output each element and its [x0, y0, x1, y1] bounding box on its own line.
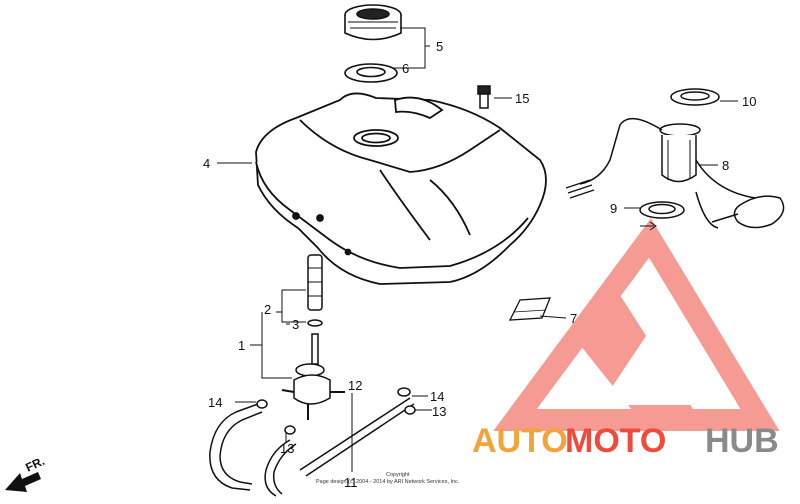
label-13-left: 13 [280, 441, 294, 456]
fuel-cap-part [344, 4, 402, 41]
label-14-right: 14 [430, 389, 444, 404]
fuel-valve-part [281, 333, 345, 420]
leader-2-3 [276, 289, 306, 325]
fuel-hose-part [209, 397, 415, 497]
label-1: 1 [238, 338, 245, 353]
fuel-sender-part [565, 117, 785, 229]
front-direction-label: FR. [23, 454, 46, 475]
label-2: 2 [264, 302, 271, 317]
fuel-tank-part [255, 92, 547, 285]
sender-gasket-part [639, 201, 685, 231]
label-5: 5 [436, 39, 443, 54]
cap-gasket-part [344, 63, 398, 83]
label-8: 8 [722, 158, 729, 173]
watermark-auto: AUTO [472, 422, 568, 460]
label-4: 4 [203, 156, 210, 171]
label-12: 12 [348, 378, 362, 393]
copyright-line1: Copyright [386, 472, 410, 478]
label-14-left: 14 [208, 395, 222, 410]
watermark-moto: MOTO [565, 422, 666, 460]
label-13-right: 13 [432, 404, 446, 419]
label-15: 15 [515, 91, 529, 106]
label-sticker-part [508, 297, 551, 321]
label-11: 11 [344, 475, 358, 490]
front-arrow-icon [5, 472, 41, 492]
label-9: 9 [610, 201, 617, 216]
label-6: 6 [402, 61, 409, 76]
strainer-part [307, 254, 323, 327]
label-7: 7 [570, 311, 577, 326]
leader-1 [250, 312, 292, 379]
watermark-hub: HUB [705, 422, 779, 460]
label-3: 3 [292, 317, 299, 332]
leader-11-12-13-14 [235, 393, 432, 472]
leader-7 [539, 315, 567, 319]
sender-ring-part [670, 88, 720, 106]
label-10: 10 [742, 94, 756, 109]
bolt-part [477, 85, 491, 109]
copyright-line2: Page design (c) 2004 - 2014 by ARI Netwo… [316, 479, 460, 485]
leader-5-6 [393, 27, 430, 69]
watermark-logo [493, 218, 780, 431]
